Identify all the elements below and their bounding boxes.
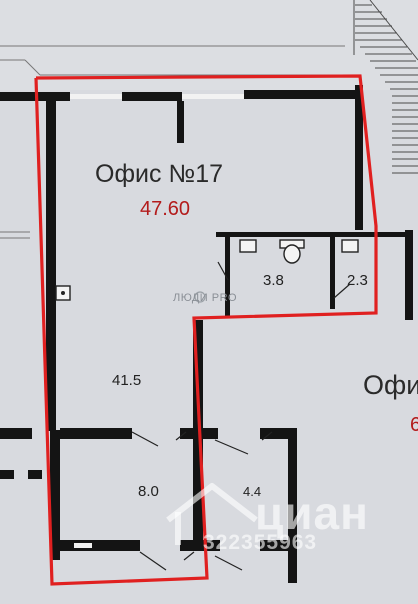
staircase [353, 0, 418, 174]
cian-logo-icon [166, 483, 258, 545]
neighbor-office-title: Офи [363, 370, 418, 400]
office-area: 47.60 [140, 198, 191, 220]
room-area-closet: 4.4 [243, 484, 262, 499]
office-17-outline [34, 74, 378, 586]
watermark-logo-icon [194, 291, 206, 303]
sink-icon [239, 239, 257, 253]
toilet-bowl-icon [283, 244, 301, 264]
neighbor-office-area: 6 [410, 414, 418, 436]
room-area-small: 8.0 [138, 483, 159, 500]
agency-watermark: ЛЮДИ PRO [173, 292, 238, 304]
sink-icon-2 [341, 239, 359, 253]
brand-watermark: циан [255, 487, 369, 539]
door-swings [131, 261, 351, 571]
wc-fixtures [55, 239, 359, 301]
room-area-main: 41.5 [112, 372, 142, 389]
phone-watermark: 322355963 [203, 531, 318, 554]
office-title: Офис №17 [95, 160, 224, 188]
room-area-wc-2: 2.3 [347, 272, 368, 289]
room-area-wc-1: 3.8 [263, 272, 284, 289]
